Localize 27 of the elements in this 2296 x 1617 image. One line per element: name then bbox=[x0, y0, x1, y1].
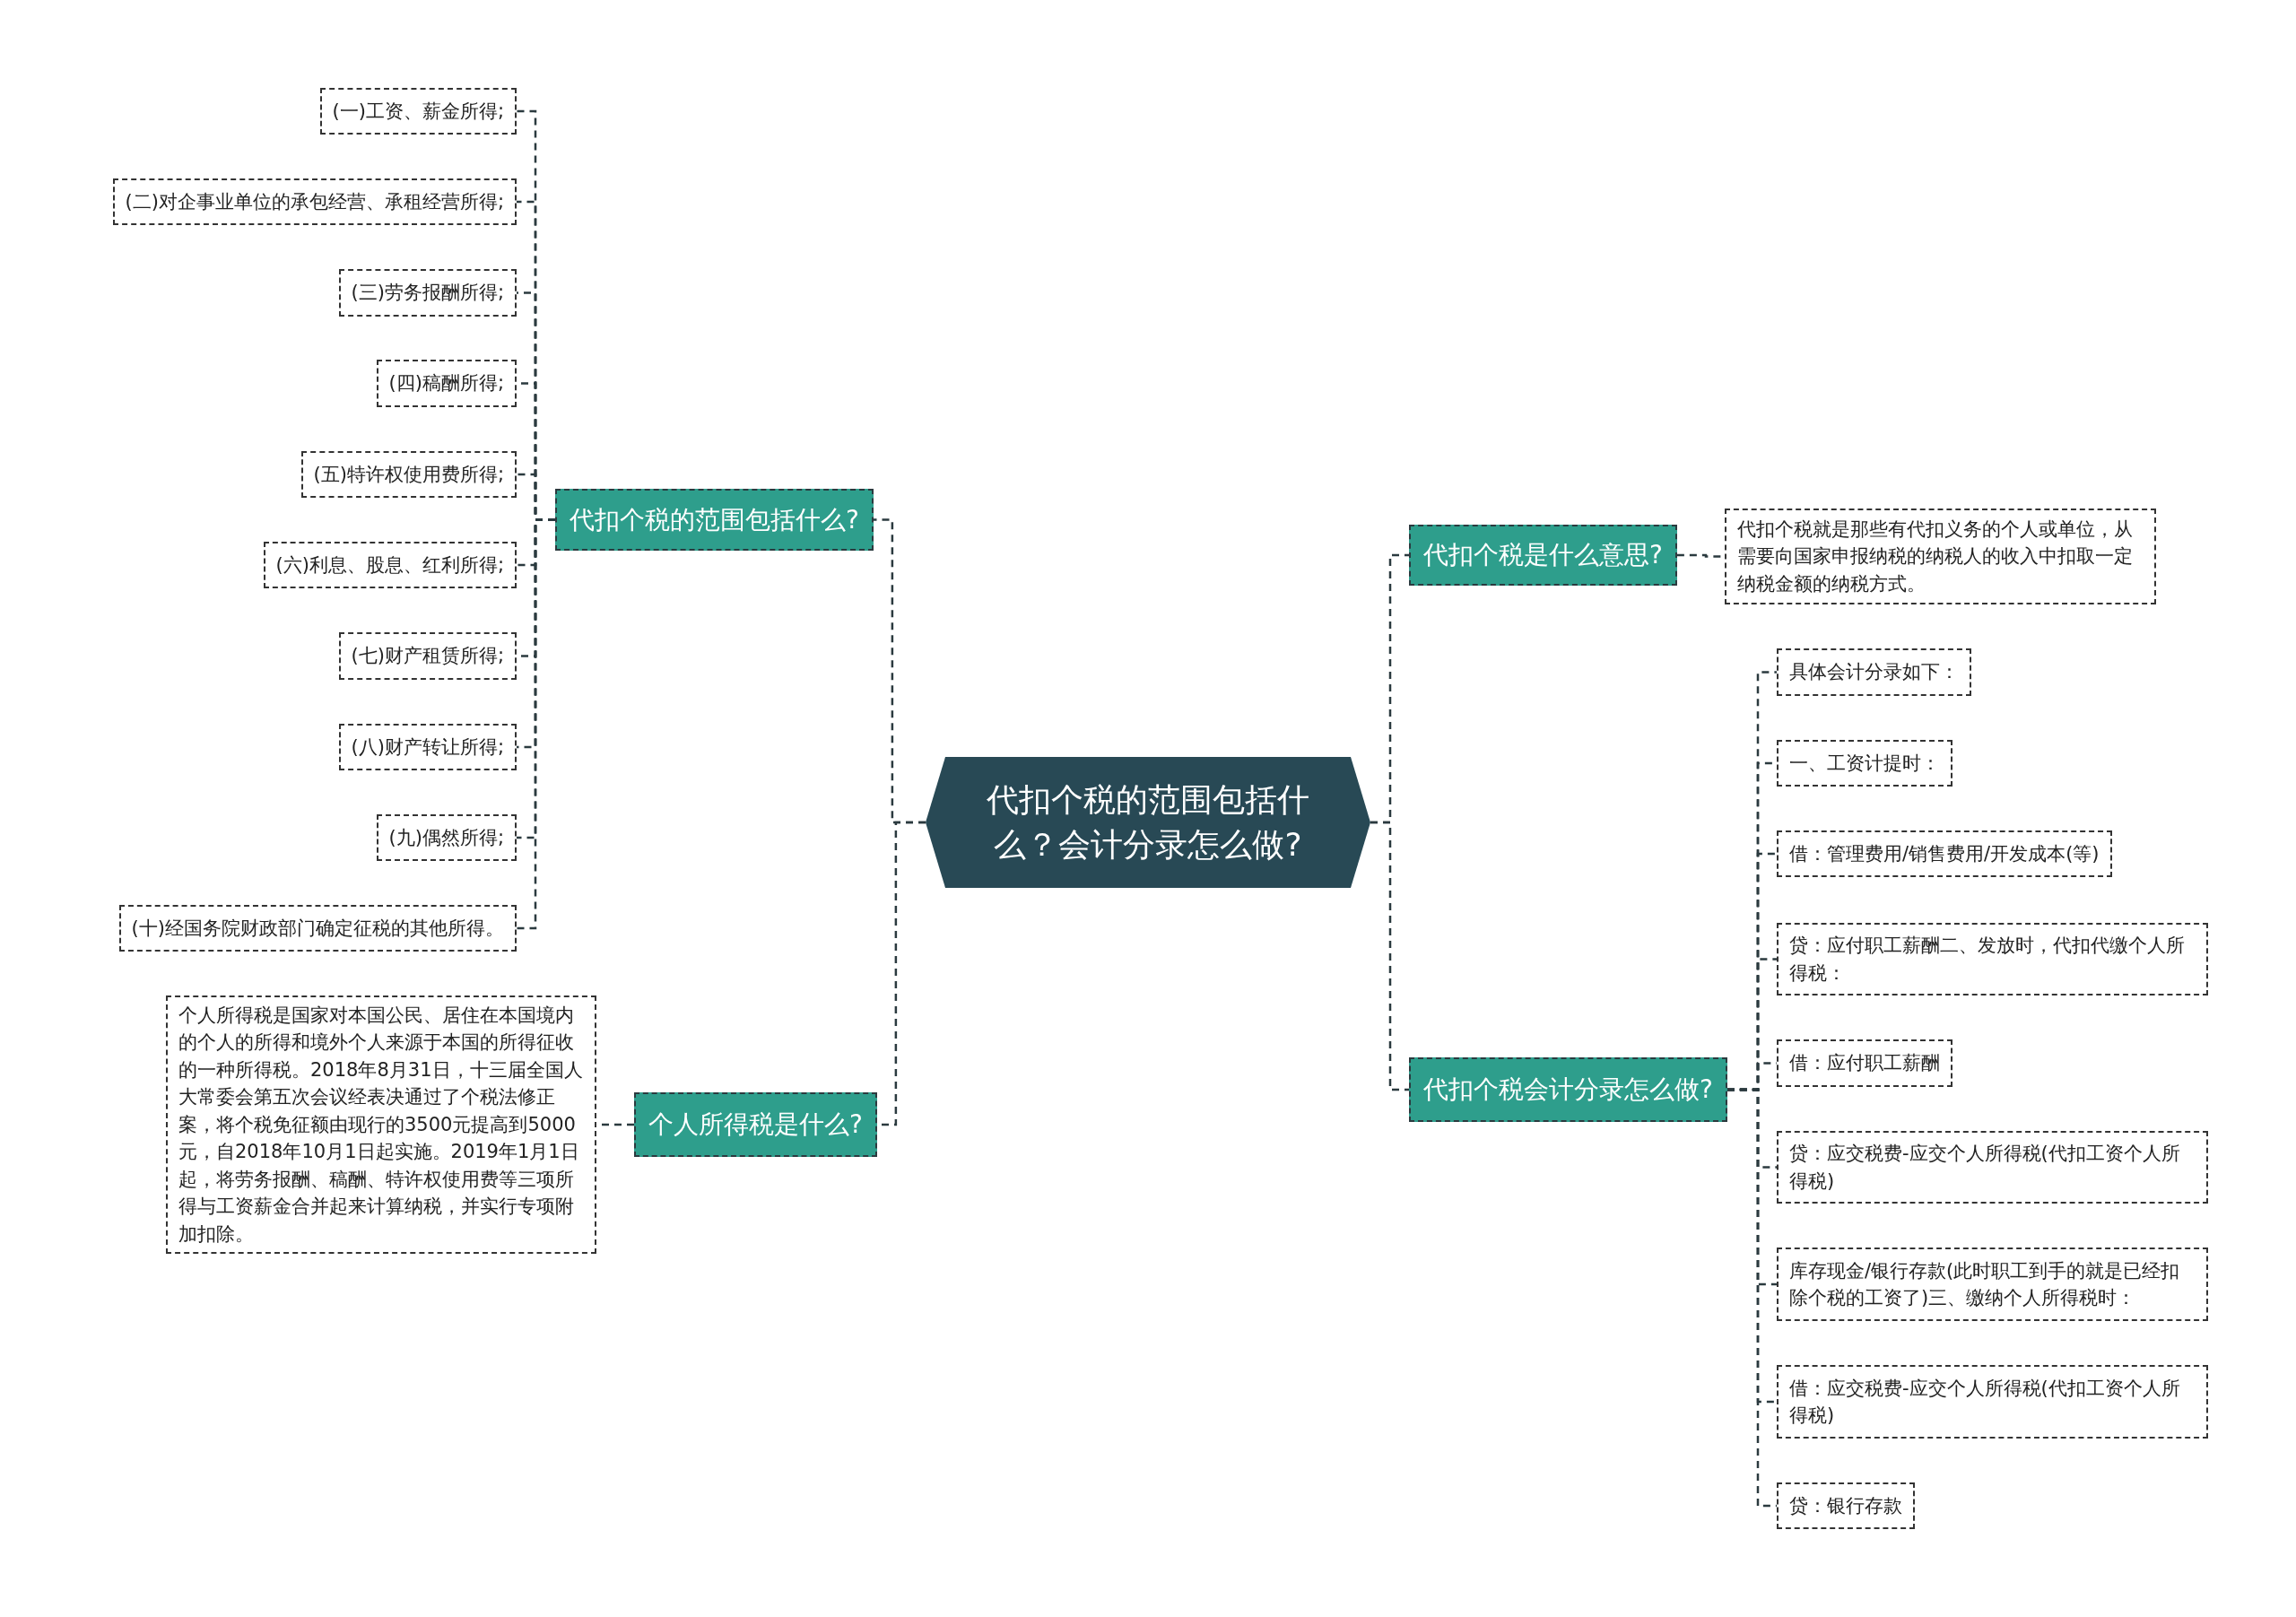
subtopic-box: (五)特许权使用费所得; bbox=[300, 451, 517, 498]
subtopic-box: (六)利息、股息、红利所得; bbox=[263, 542, 517, 588]
subtopic-box: 个人所得税是国家对本国公民、居住在本国境内的个人的所得和境外个人来源于本国的所得征收的一种所得税。2018年8月31日，十三届全国人大常委会第五次会议经表决通过了个税法修正案，将个税免征额由现行的3500元提高到5000元，自2018年10月1日起实施。2019年1月1日起，将劳务报酬、稿酬、特许权使用费等三项所得与工资薪金合并起来计算纳税，并实行专项附加扣除。 bbox=[166, 995, 596, 1254]
subtopic-box: (九)偶然所得; bbox=[376, 814, 517, 861]
subtopic-box: 具体会计分录如下： bbox=[1777, 648, 1971, 696]
subtopic-box: 库存现金/银行存款(此时职工到手的就是已经扣除个税的工资了)三、缴纳个人所得税时： bbox=[1777, 1248, 2208, 1321]
subtopic-box: (七)财产租赁所得; bbox=[338, 632, 517, 680]
subtopic-box: 代扣个税就是那些有代扣义务的个人或单位，从需要向国家申报纳税的纳税人的收入中扣取一定纳税金额的纳税方式。 bbox=[1725, 509, 2156, 604]
topic-box: 代扣个税是什么意思? bbox=[1409, 525, 1677, 586]
subtopic-box: (一)工资、薪金所得; bbox=[319, 88, 517, 135]
subtopic-box: 贷：应付职工薪酬二、发放时，代扣代缴个人所得税： bbox=[1777, 923, 2208, 995]
topic-box: 个人所得税是什么? bbox=[634, 1092, 877, 1157]
topic-box: 代扣个税会计分录怎么做? bbox=[1409, 1057, 1727, 1122]
subtopic-box: 借：应交税费-应交个人所得税(代扣工资个人所得税) bbox=[1777, 1365, 2208, 1439]
subtopic-box: (三)劳务报酬所得; bbox=[338, 269, 517, 317]
subtopic-box: (二)对企事业单位的承包经营、承租经营所得; bbox=[112, 178, 517, 225]
subtopic-box: 一、工资计提时： bbox=[1777, 740, 1952, 787]
subtopic-box: 借：应付职工薪酬 bbox=[1777, 1039, 1952, 1087]
topic-box: 代扣个税的范围包括什么? bbox=[555, 489, 874, 551]
subtopic-box: 贷：应交税费-应交个人所得税(代扣工资个人所得税) bbox=[1777, 1131, 2208, 1204]
central-topic: 代扣个税的范围包括什么？会计分录怎么做? bbox=[926, 757, 1370, 888]
subtopic-box: 贷：银行存款 bbox=[1777, 1482, 1915, 1529]
subtopic-box: 借：管理费用/销售费用/开发成本(等) bbox=[1777, 830, 2112, 877]
connector-line bbox=[1370, 821, 1409, 1091]
subtopic-box: (十)经国务院财政部门确定征税的其他所得。 bbox=[118, 905, 517, 952]
subtopic-box: (四)稿酬所得; bbox=[376, 360, 517, 407]
subtopic-box: (八)财产转让所得; bbox=[338, 724, 517, 770]
